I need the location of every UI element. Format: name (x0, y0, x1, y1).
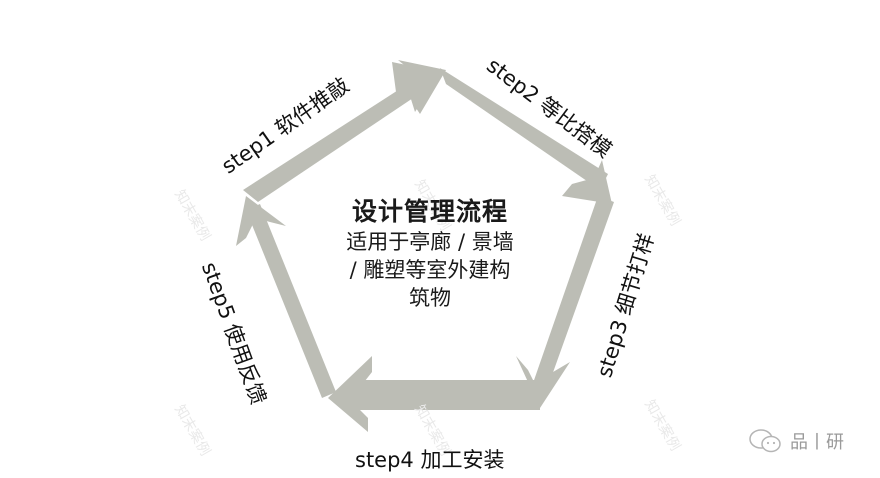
wechat-icon (749, 429, 781, 453)
arrow-step1-icon (243, 60, 446, 202)
arrow-step2-icon (440, 68, 612, 204)
center-line-3: 筑物 (409, 286, 451, 310)
brand-name: 品丨研 (790, 432, 844, 453)
arrow-step5-icon (236, 196, 336, 398)
step4-label: step4 加工安装 (355, 448, 505, 472)
arrow-step3-icon (516, 196, 614, 408)
arrow-step4-icon (328, 356, 540, 432)
diagram-title: 设计管理流程 (351, 197, 508, 226)
center-line-1: 适用于亭廊 / 景墙 (346, 230, 514, 254)
brand-mark: 品丨研 (748, 428, 844, 454)
center-text: 设计管理流程 适用于亭廊 / 景墙 / 雕塑等室外建构 筑物 (300, 196, 560, 312)
center-line-2: / 雕塑等室外建构 (349, 258, 511, 282)
